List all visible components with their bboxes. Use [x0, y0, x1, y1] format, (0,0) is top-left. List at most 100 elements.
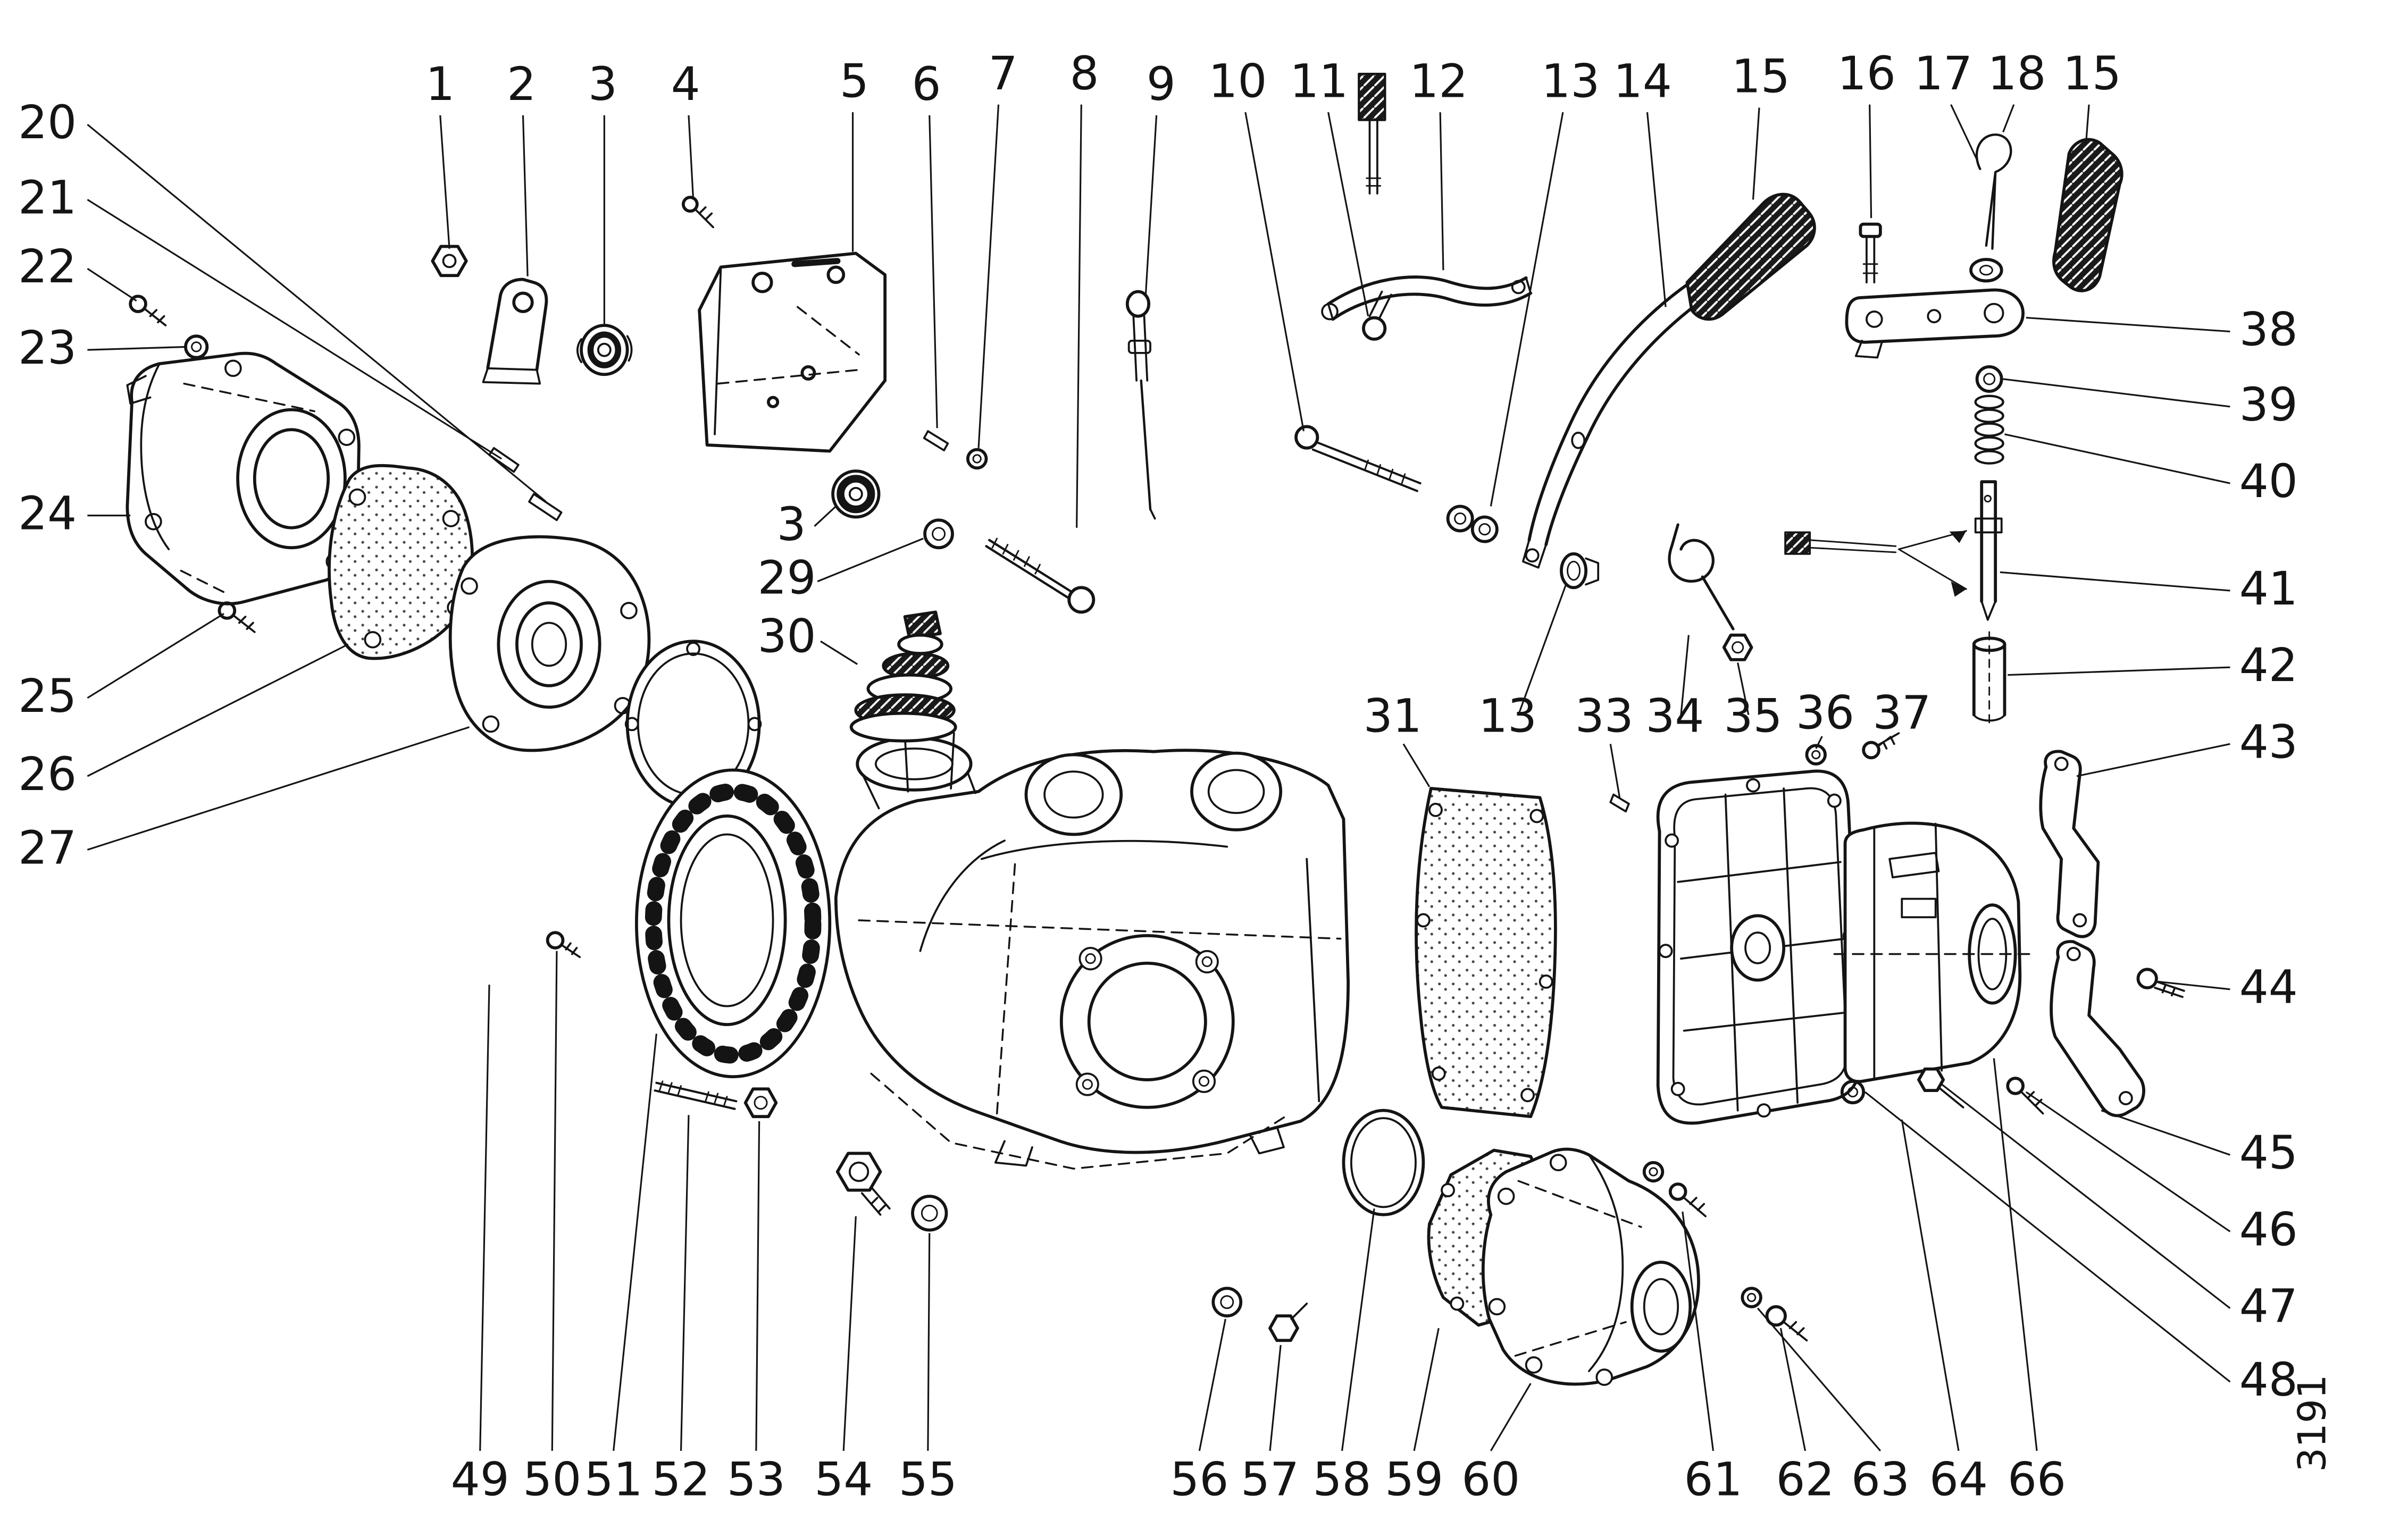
- leader-50: [551, 951, 558, 1451]
- part-nut-35: [1722, 633, 1753, 661]
- leader-1: [439, 115, 450, 249]
- part-shift-lever-14: [1522, 281, 1707, 569]
- leader-40: [2004, 433, 2230, 484]
- part-bearing-retainer-27: [448, 535, 651, 752]
- part-bracket-plate-5: [698, 251, 887, 453]
- leader-21: [87, 199, 502, 460]
- callout-22: 22: [18, 240, 77, 293]
- part-bolt-46: [2006, 1077, 2044, 1115]
- leader-47: [1941, 1084, 2231, 1309]
- leader-42: [2008, 666, 2230, 676]
- callout-49: 49: [451, 1454, 509, 1507]
- callout-53: 53: [727, 1454, 785, 1507]
- part-seal-3: [831, 469, 881, 519]
- part-drain-plug-54: [835, 1152, 891, 1216]
- callout-54: 54: [814, 1454, 873, 1507]
- leader-35: [1737, 662, 1750, 715]
- part-lever-12: [1321, 275, 1533, 321]
- leader-64: [1901, 1119, 1960, 1451]
- part-bracket-45: [2050, 940, 2145, 1118]
- leader-4: [688, 115, 695, 200]
- leader-33: [1609, 744, 1621, 798]
- part-roller-42: [1972, 631, 2006, 729]
- leader-57: [1269, 1345, 1282, 1451]
- leader-25: [87, 612, 224, 699]
- part-screw-44: [2136, 968, 2185, 998]
- callout-62: 62: [1776, 1454, 1835, 1507]
- callout-60: 60: [1461, 1454, 1520, 1507]
- callout-12: 12: [1409, 55, 1468, 108]
- leader-14: [1646, 112, 1667, 307]
- leader-11: [1327, 112, 1369, 317]
- callout-1: 1: [425, 58, 455, 111]
- figure-number: 3191: [2290, 1374, 2335, 1472]
- part-washer-56: [1211, 1287, 1243, 1317]
- leader-10: [1244, 112, 1305, 432]
- callout-39: 39: [2239, 379, 2298, 432]
- part-cotter-pin-17: [1975, 133, 2012, 250]
- callout-29: 29: [757, 552, 816, 605]
- leader-51: [613, 1034, 657, 1451]
- part-screw-22: [129, 295, 167, 326]
- leader-36: [1815, 736, 1823, 749]
- callout-9: 9: [1147, 58, 1176, 111]
- callout-30: 30: [757, 610, 816, 663]
- part-main-housing: [834, 732, 1350, 1170]
- leader-46: [2025, 1091, 2231, 1232]
- callout-27: 27: [18, 821, 77, 875]
- callout-5: 5: [840, 55, 869, 108]
- leader-12: [1439, 112, 1444, 271]
- leader-30: [820, 640, 858, 665]
- part-bolt-61: [1668, 1182, 1707, 1217]
- leader-26: [87, 643, 349, 777]
- callout-24: 24: [18, 488, 77, 541]
- callout-14: 14: [1613, 55, 1672, 108]
- leader-22: [87, 267, 137, 302]
- callout-25: 25: [18, 670, 77, 723]
- leader-54: [842, 1216, 857, 1451]
- callout-35: 35: [1724, 690, 1782, 743]
- part-rear-cover-60: [1481, 1147, 1700, 1386]
- leader-37: [1877, 735, 1892, 748]
- leader-56: [1198, 1318, 1226, 1451]
- part-side-cover: [1656, 769, 1862, 1125]
- callout-48: 48: [2239, 1354, 2298, 1407]
- callout-38: 38: [2239, 303, 2298, 356]
- callout-42: 42: [2239, 639, 2298, 692]
- part-washers-13: [1446, 505, 1499, 543]
- part-pin-6: [923, 430, 949, 451]
- leader-13: [1517, 584, 1567, 716]
- part-bolt-57: [1268, 1303, 1308, 1342]
- callout-2: 2: [507, 58, 536, 111]
- callout-37: 37: [1872, 687, 1931, 740]
- callout-33: 33: [1575, 690, 1634, 743]
- part-stud-52: [654, 1080, 738, 1110]
- part-bleed-screw-11: [1358, 72, 1392, 341]
- callout-13: 13: [1478, 690, 1537, 743]
- leader-39: [2003, 378, 2230, 408]
- leader-48: [1864, 1091, 2231, 1383]
- part-slotted-ring-49: [635, 768, 832, 1079]
- callout-55: 55: [899, 1454, 957, 1507]
- leader-63: [1757, 1307, 1882, 1451]
- leader-61: [1682, 1211, 1715, 1451]
- leader-52: [680, 1115, 690, 1451]
- callout-51: 51: [584, 1454, 643, 1507]
- callout-10: 10: [1208, 55, 1267, 108]
- part-bolt-50: [546, 931, 581, 959]
- leader-58: [1341, 1208, 1375, 1451]
- leader-49: [479, 985, 490, 1451]
- leader-16: [1869, 104, 1872, 219]
- callout-17: 17: [1914, 47, 1972, 100]
- part-rubber-knob-15b: [2052, 138, 2123, 292]
- part-bolt-10: [1294, 425, 1422, 492]
- part-rubber-boot-30: [849, 610, 957, 743]
- callout-15: 15: [2063, 47, 2121, 100]
- callout-4: 4: [671, 58, 700, 111]
- leader-23: [87, 346, 187, 351]
- callout-63: 63: [1851, 1454, 1910, 1507]
- callout-59: 59: [1385, 1454, 1443, 1507]
- leader-62: [1779, 1328, 1807, 1451]
- part-screw-25: [218, 601, 256, 633]
